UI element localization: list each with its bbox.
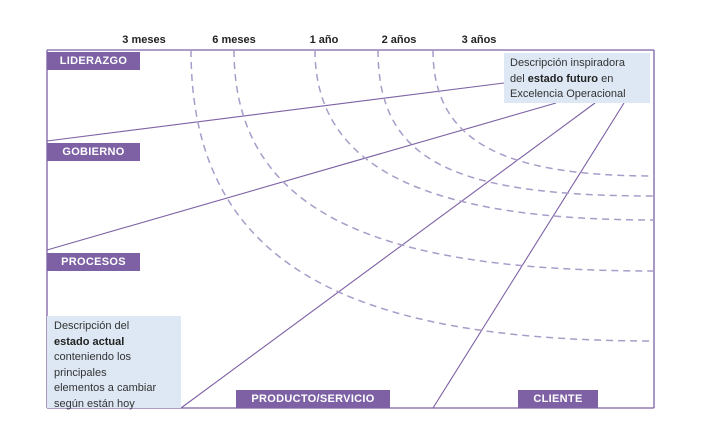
- perspective-rays: [46, 82, 625, 409]
- time-label-3-meses: 3 meses: [122, 34, 166, 46]
- future-state-post: en: [601, 72, 614, 85]
- ray-gobierno: [46, 102, 557, 251]
- future-state-line-1: Descripción inspiradora: [510, 57, 625, 69]
- future-state-bold: estado futuro: [527, 72, 599, 85]
- curve-3-meses: [190, 49, 655, 342]
- frame: [46, 49, 655, 409]
- ray-cliente: [432, 102, 625, 409]
- tag-producto-servicio: PRODUCTO/SERVICIO: [236, 390, 390, 408]
- curve-1-ano: [314, 49, 655, 221]
- curve-2-anos: [377, 49, 655, 197]
- tag-cliente: CLIENTE: [518, 390, 598, 408]
- tag-procesos: PROCESOS: [47, 253, 140, 271]
- ray-producto: [180, 102, 596, 409]
- time-curves: [190, 49, 655, 342]
- time-label-1-ano: 1 año: [309, 34, 339, 46]
- tag-liderazgo: LIDERAZGO: [47, 52, 140, 70]
- current-state-bold: estado actual: [54, 335, 125, 348]
- curve-6-meses: [233, 49, 655, 272]
- current-state-line-3: conteniendo los: [54, 351, 132, 363]
- tag-gobierno: GOBIERNO: [47, 143, 140, 161]
- current-state-box: Descripción del estado actual conteniend…: [47, 316, 181, 410]
- current-state-line-4: principales: [54, 366, 107, 379]
- future-state-line-2: del estado futuro en: [510, 72, 650, 88]
- time-label-2-anos: 2 años: [381, 34, 417, 46]
- time-label-3-anos: 3 años: [461, 34, 497, 46]
- curve-3-anos: [432, 49, 655, 177]
- ray-liderazgo: [46, 82, 505, 142]
- current-state-line-5: elementos a cambiar: [54, 382, 157, 394]
- future-state-box: Descripción inspiradora del estado futur…: [504, 53, 650, 103]
- future-state-pre: del: [510, 72, 525, 85]
- current-state-line-6: según están hoy: [54, 397, 135, 410]
- current-state-line-2: estado actual: [54, 335, 181, 351]
- time-label-6-meses: 6 meses: [212, 34, 256, 46]
- current-state-line-1: Descripción del: [54, 320, 130, 332]
- future-state-line-3: Excelencia Operacional: [510, 88, 626, 100]
